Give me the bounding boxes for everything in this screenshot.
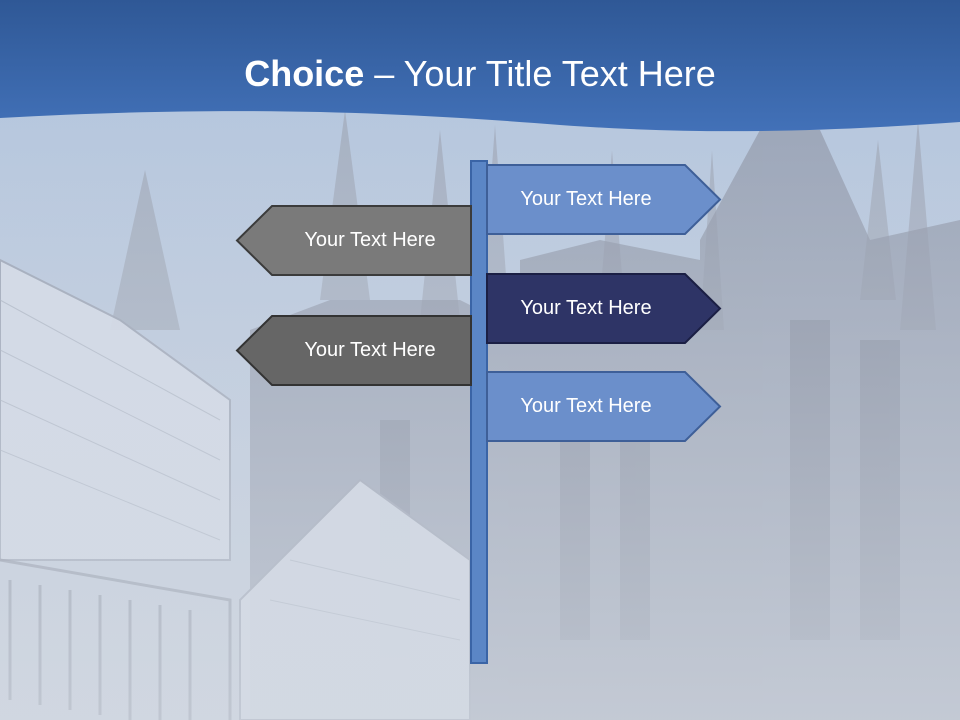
title-strong: Choice <box>244 53 365 94</box>
title-rest: – Your Title Text Here <box>364 53 716 94</box>
arrow-right-shape <box>486 164 722 235</box>
arrow-right-shape <box>486 273 722 344</box>
signpost-arrow-left-1[interactable]: Your Text Here <box>235 205 472 276</box>
slide-title: Choice – Your Title Text Here <box>0 52 960 96</box>
signpost-arrow-left-2[interactable]: Your Text Here <box>235 315 472 386</box>
signpost-label: Your Text Here <box>304 339 436 361</box>
arrow-right-shape <box>486 371 722 442</box>
header-band <box>0 0 960 132</box>
signpost-label: Your Text Here <box>520 395 652 417</box>
signpost-label: Your Text Here <box>520 188 652 210</box>
signpost-label: Your Text Here <box>520 297 652 319</box>
arrow-left-shape <box>235 205 472 276</box>
signpost-label: Your Text Here <box>304 229 436 251</box>
signpost-arrow-right-3[interactable]: Your Text Here <box>486 371 722 442</box>
signpost-arrow-right-2[interactable]: Your Text Here <box>486 273 722 344</box>
signpost-arrow-right-1[interactable]: Your Text Here <box>486 164 722 235</box>
arrow-left-shape <box>235 315 472 386</box>
